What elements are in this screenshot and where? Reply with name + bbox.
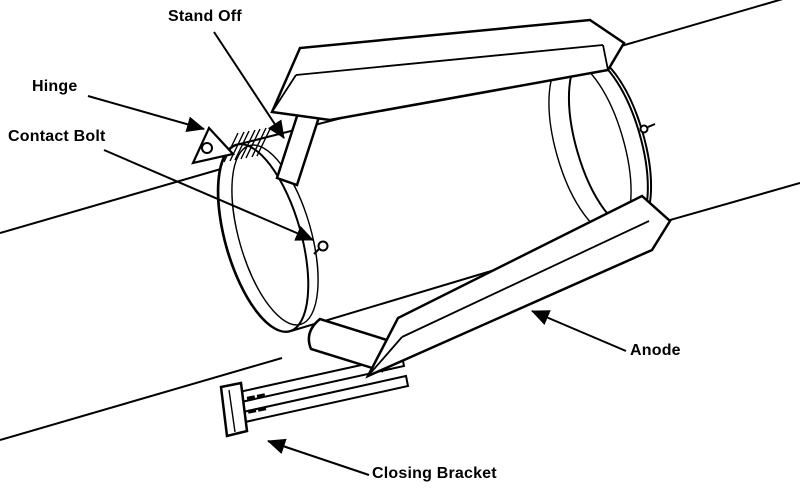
anode-upper-ridge [295, 44, 604, 76]
bracket-bolt [246, 395, 256, 401]
contact-bolt [317, 240, 329, 252]
leader-contact-bolt [103, 149, 314, 241]
collar-left-rim-inner [231, 144, 319, 326]
hinge [191, 126, 236, 165]
anode-upper-end-facet [271, 74, 297, 113]
bracket-bolt [247, 408, 257, 414]
anode-lower [365, 194, 672, 379]
pipe-lower-left-edge [0, 357, 283, 441]
leader-closing-bracket [267, 438, 370, 476]
bracket-end-plate [219, 381, 249, 438]
hinge-plate [191, 126, 236, 165]
bracket-bolt [256, 393, 266, 399]
anode-lower-ridge [401, 220, 650, 338]
label-closing-bracket: Closing Bracket [372, 465, 497, 482]
anode-upper-outline [270, 18, 626, 122]
leader-stand-off [213, 31, 285, 139]
contact-bolts [313, 123, 656, 255]
leader-anode [531, 310, 627, 352]
anode-lower-end-facet [367, 336, 403, 377]
bracket-bolt [257, 406, 267, 412]
leader-hinge [87, 95, 205, 133]
weld-hatching [223, 126, 272, 163]
leader-lines [87, 31, 627, 476]
label-anode: Anode [630, 342, 681, 359]
label-hinge: Hinge [32, 78, 78, 95]
bracket-bolts [246, 393, 267, 414]
bracket-end-plate-line [228, 389, 236, 433]
anode-upper [270, 18, 626, 122]
label-contact-bolt: Contact Bolt [8, 128, 106, 145]
pipe-upper-left-edge [0, 159, 253, 234]
standoff-tube-lower [307, 317, 392, 373]
anode-upper-right-facet [602, 44, 609, 71]
label-stand-off: Stand Off [168, 8, 242, 25]
hinge-pin [201, 142, 213, 154]
contact-bolt-right-stem [647, 123, 656, 128]
contact-bolt-right [639, 124, 649, 134]
closing-bracket [219, 354, 410, 438]
anode-lower-outline [365, 194, 672, 379]
